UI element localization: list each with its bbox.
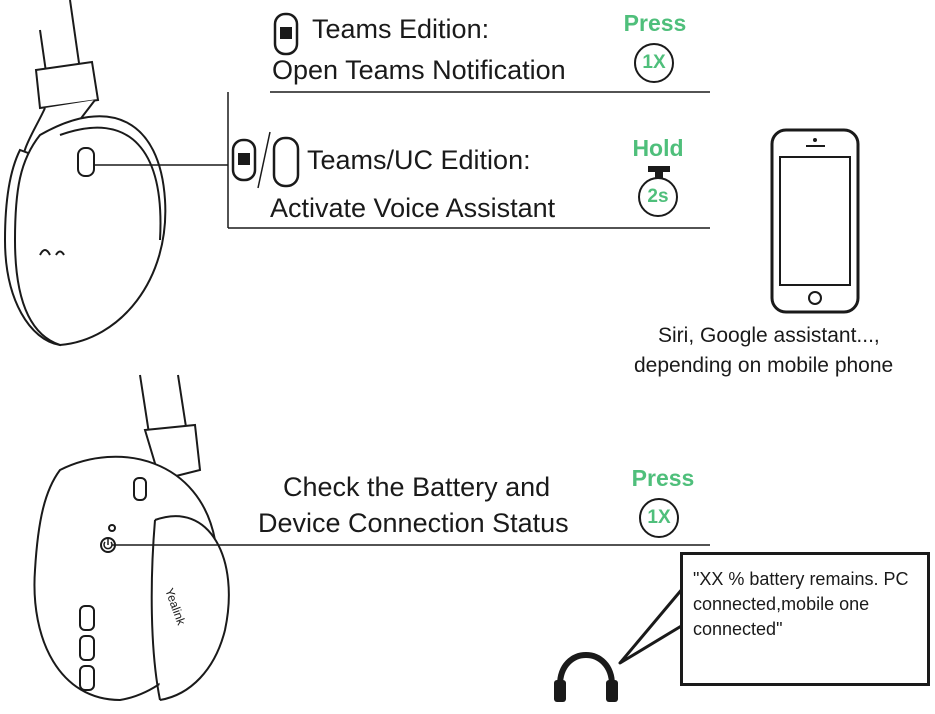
power-icon [103, 539, 113, 550]
check-battery-label: Check the Battery and [283, 472, 551, 502]
teams-icon [273, 12, 299, 56]
phone-caption-line1: Siri, Google assistant..., [658, 324, 880, 347]
callout-lines [95, 91, 710, 546]
teams-uc-edition-label: Teams/UC Edition: [307, 145, 531, 175]
teams-icon [231, 138, 257, 182]
open-teams-notification-label: Open Teams Notification [272, 55, 566, 85]
headphones-icon [554, 652, 618, 702]
headset-top-illustration [3, 0, 167, 347]
hold-label: Hold [632, 135, 684, 161]
smartphone-icon [770, 128, 860, 314]
press-label: Press [631, 465, 695, 491]
device-connection-status-label: Device Connection Status [258, 508, 569, 538]
phone-caption-line2: depending on mobile phone [634, 354, 894, 377]
duration-badge: 2s [638, 177, 678, 217]
speech-tail [618, 586, 685, 665]
count-badge: 1X [634, 43, 674, 83]
activate-voice-assistant-label: Activate Voice Assistant [270, 193, 556, 223]
speech-bubble: "XX % battery remains. PC connected,mobi… [680, 552, 930, 686]
uc-button-icon [272, 136, 300, 188]
count-badge: 1X [639, 498, 679, 538]
hold-indicator-icon [648, 166, 670, 178]
separator-slash [257, 131, 271, 189]
teams-edition-label: Teams Edition: [312, 14, 490, 44]
headset-bottom-illustration: Yealink [33, 374, 230, 702]
press-label: Press [623, 10, 687, 36]
